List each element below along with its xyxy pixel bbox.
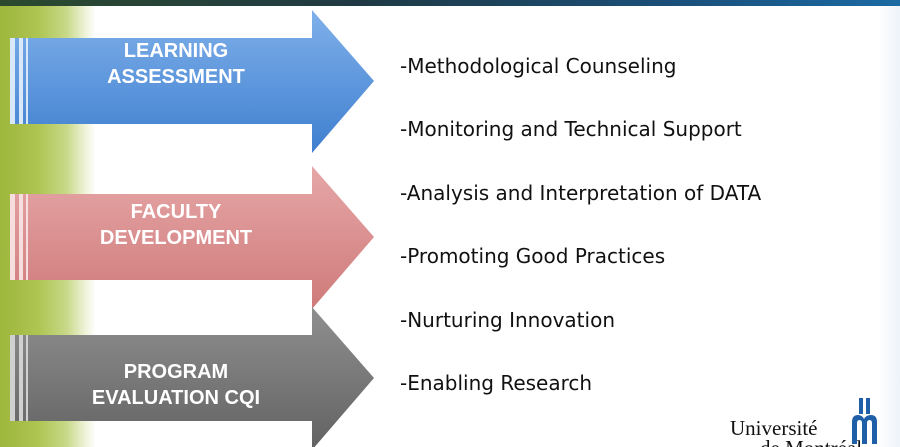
- arrow-shape-icon: [10, 307, 374, 447]
- list-item: -Promoting Good Practices: [400, 244, 666, 269]
- arrow-program-evaluation: PROGRAM EVALUATION CQI: [0, 307, 380, 447]
- arrow-label: LEARNING ASSESSMENT: [60, 38, 292, 90]
- universite-de-montreal-logo: Université de Montréal: [730, 398, 900, 447]
- list-item: -Methodological Counseling: [400, 54, 677, 78]
- arrow-label-line2: EVALUATION CQI: [91, 387, 261, 409]
- arrow-label-line2: ASSESSMENT: [107, 66, 245, 88]
- arrow-label: FACULTY DEVELOPMENT: [60, 199, 292, 251]
- arrow-shape-icon: [10, 166, 374, 309]
- arrow-label-line1: FACULTY: [130, 201, 222, 223]
- list-item: -Analysis and Interpretation of DATA: [400, 180, 762, 205]
- logo-line1: Université: [730, 416, 818, 440]
- arrow-label-line2: DEVELOPMENT: [99, 227, 253, 249]
- arrow-faculty-development: FACULTY DEVELOPMENT: [0, 166, 380, 309]
- right-edge-strip: [878, 6, 900, 447]
- list-item: -Monitoring and Technical Support: [400, 117, 742, 142]
- logo-line2: de Montréal: [760, 436, 862, 447]
- arrow-learning-assessment: LEARNING ASSESSMENT: [0, 10, 380, 153]
- arrow-label: PROGRAM EVALUATION CQI: [60, 359, 292, 411]
- udem-mark-icon: [852, 398, 877, 444]
- top-band: [0, 0, 900, 6]
- list-item: -Nurturing Innovation: [400, 307, 615, 332]
- services-list: -Methodological Counseling -Monitoring a…: [400, 50, 761, 430]
- list-item: -Enabling Research: [400, 370, 593, 395]
- arrow-label-line1: PROGRAM: [123, 361, 229, 383]
- arrow-shape-icon: [10, 10, 374, 153]
- arrow-label-line1: LEARNING: [123, 40, 229, 62]
